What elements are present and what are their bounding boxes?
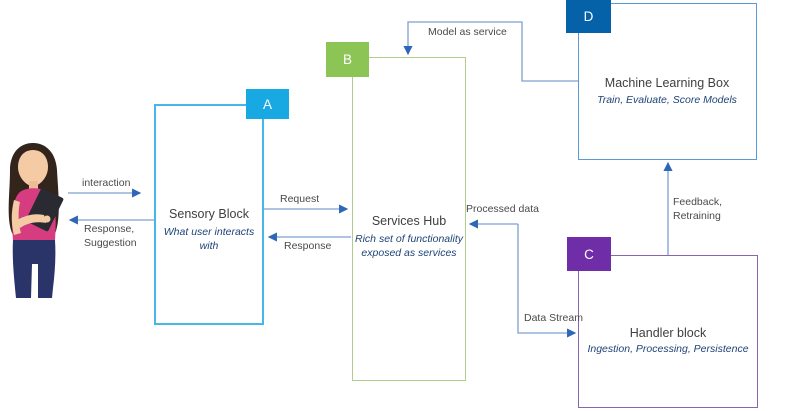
sensory-block-subtitle: What user interacts with [163, 226, 255, 252]
woman-with-tablet-illustration [8, 143, 64, 298]
handler-block-title: Handler block [629, 326, 707, 340]
response-suggestion-label-line2: Suggestion [84, 237, 137, 249]
data-stream-label: Data Stream [524, 312, 583, 324]
machine-learning-box-subtitle: Train, Evaluate, Score Models [597, 94, 737, 106]
model-as-service-label: Model as service [428, 26, 507, 38]
response-label: Response [284, 240, 332, 252]
forearm-shape [17, 214, 46, 228]
handler-block-subtitle: Ingestion, Processing, Persistence [587, 343, 749, 355]
label-chip-d: D [566, 0, 611, 33]
label-chip-b: B [326, 42, 369, 77]
feedback-retraining-label-line2: Retraining [673, 210, 721, 222]
sensory-block-outline [154, 104, 264, 325]
processed-data-label: Processed data [466, 203, 539, 215]
left-arm-shape [11, 200, 21, 235]
label-chip-c: C [567, 237, 611, 271]
services-hub-title: Services Hub [371, 214, 447, 228]
hand-shape [43, 215, 51, 223]
label-chip-a: A [246, 89, 289, 119]
sensory-block-title: Sensory Block [169, 207, 249, 221]
face-shape [18, 150, 48, 186]
interaction-label: interaction [82, 177, 131, 189]
chip-b-letter: B [342, 52, 352, 67]
jeans-shape [12, 240, 56, 298]
chip-c-letter: C [584, 246, 594, 262]
handler-block-outline [578, 255, 758, 408]
machine-learning-box-outline [578, 3, 757, 160]
feedback-retraining-label-line1: Feedback, [673, 196, 723, 208]
response-suggestion-label-line1: Response, [84, 223, 135, 235]
request-label: Request [280, 193, 320, 205]
machine-learning-box-title: Machine Learning Box [604, 76, 730, 90]
chip-a-letter: A [262, 96, 272, 112]
chip-d-letter: D [583, 9, 594, 24]
services-hub-subtitle: Rich set of functionality exposed as ser… [355, 233, 463, 259]
neck-shape [29, 181, 38, 192]
